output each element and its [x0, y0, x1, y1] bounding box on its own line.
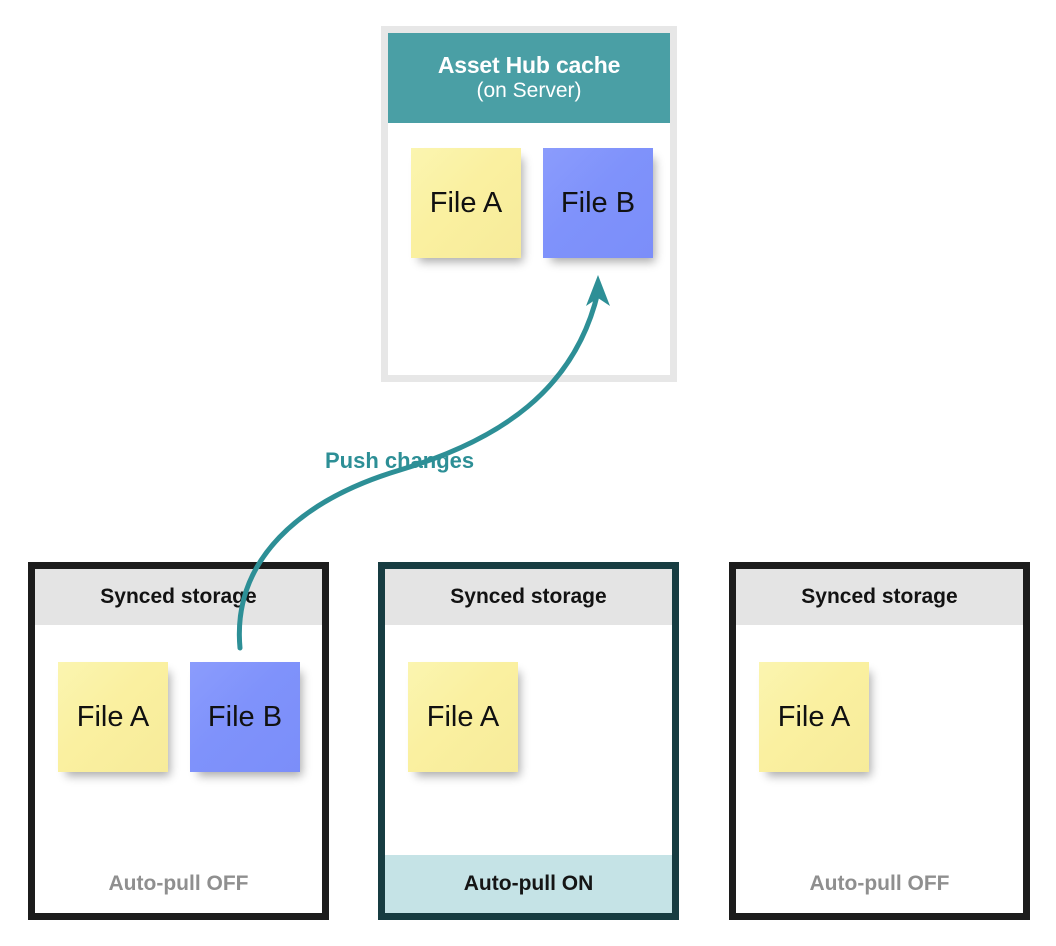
- auto-pull-status-badge: Auto-pull OFF: [35, 855, 322, 913]
- push-changes-label: Push changes: [325, 448, 475, 473]
- asset-hub-cache-title: Asset Hub cache: [437, 52, 621, 79]
- asset-hub-cache-panel: Asset Hub cache (on Server) File A File …: [381, 26, 677, 382]
- asset-hub-cache-body: File A File B: [388, 123, 670, 375]
- synced-storage-box-3: Synced storage File A Auto-pull OFF: [729, 562, 1030, 920]
- file-note-a[interactable]: File A: [408, 662, 518, 772]
- file-note-label: File A: [76, 700, 150, 733]
- auto-pull-status-badge: Auto-pull ON: [385, 855, 672, 913]
- file-note-label: File A: [777, 700, 851, 733]
- synced-storage-header: Synced storage: [385, 569, 672, 625]
- synced-storage-box-1: Synced storage File A File B Auto-pull O…: [28, 562, 329, 920]
- file-note-b[interactable]: File B: [190, 662, 300, 772]
- file-note-a[interactable]: File A: [411, 148, 521, 258]
- synced-storage-header: Synced storage: [736, 569, 1023, 625]
- file-note-label: File B: [207, 700, 283, 733]
- file-note-label: File A: [429, 186, 503, 219]
- asset-hub-cache-header: Asset Hub cache (on Server): [388, 33, 670, 123]
- synced-storage-box-2: Synced storage File A Auto-pull ON: [378, 562, 679, 920]
- auto-pull-status-badge: Auto-pull OFF: [736, 855, 1023, 913]
- file-note-b[interactable]: File B: [543, 148, 653, 258]
- file-note-a[interactable]: File A: [58, 662, 168, 772]
- synced-storage-header: Synced storage: [35, 569, 322, 625]
- asset-hub-cache-subtitle: (on Server): [476, 79, 582, 103]
- file-note-label: File A: [426, 700, 500, 733]
- file-note-label: File B: [560, 186, 636, 219]
- file-note-a[interactable]: File A: [759, 662, 869, 772]
